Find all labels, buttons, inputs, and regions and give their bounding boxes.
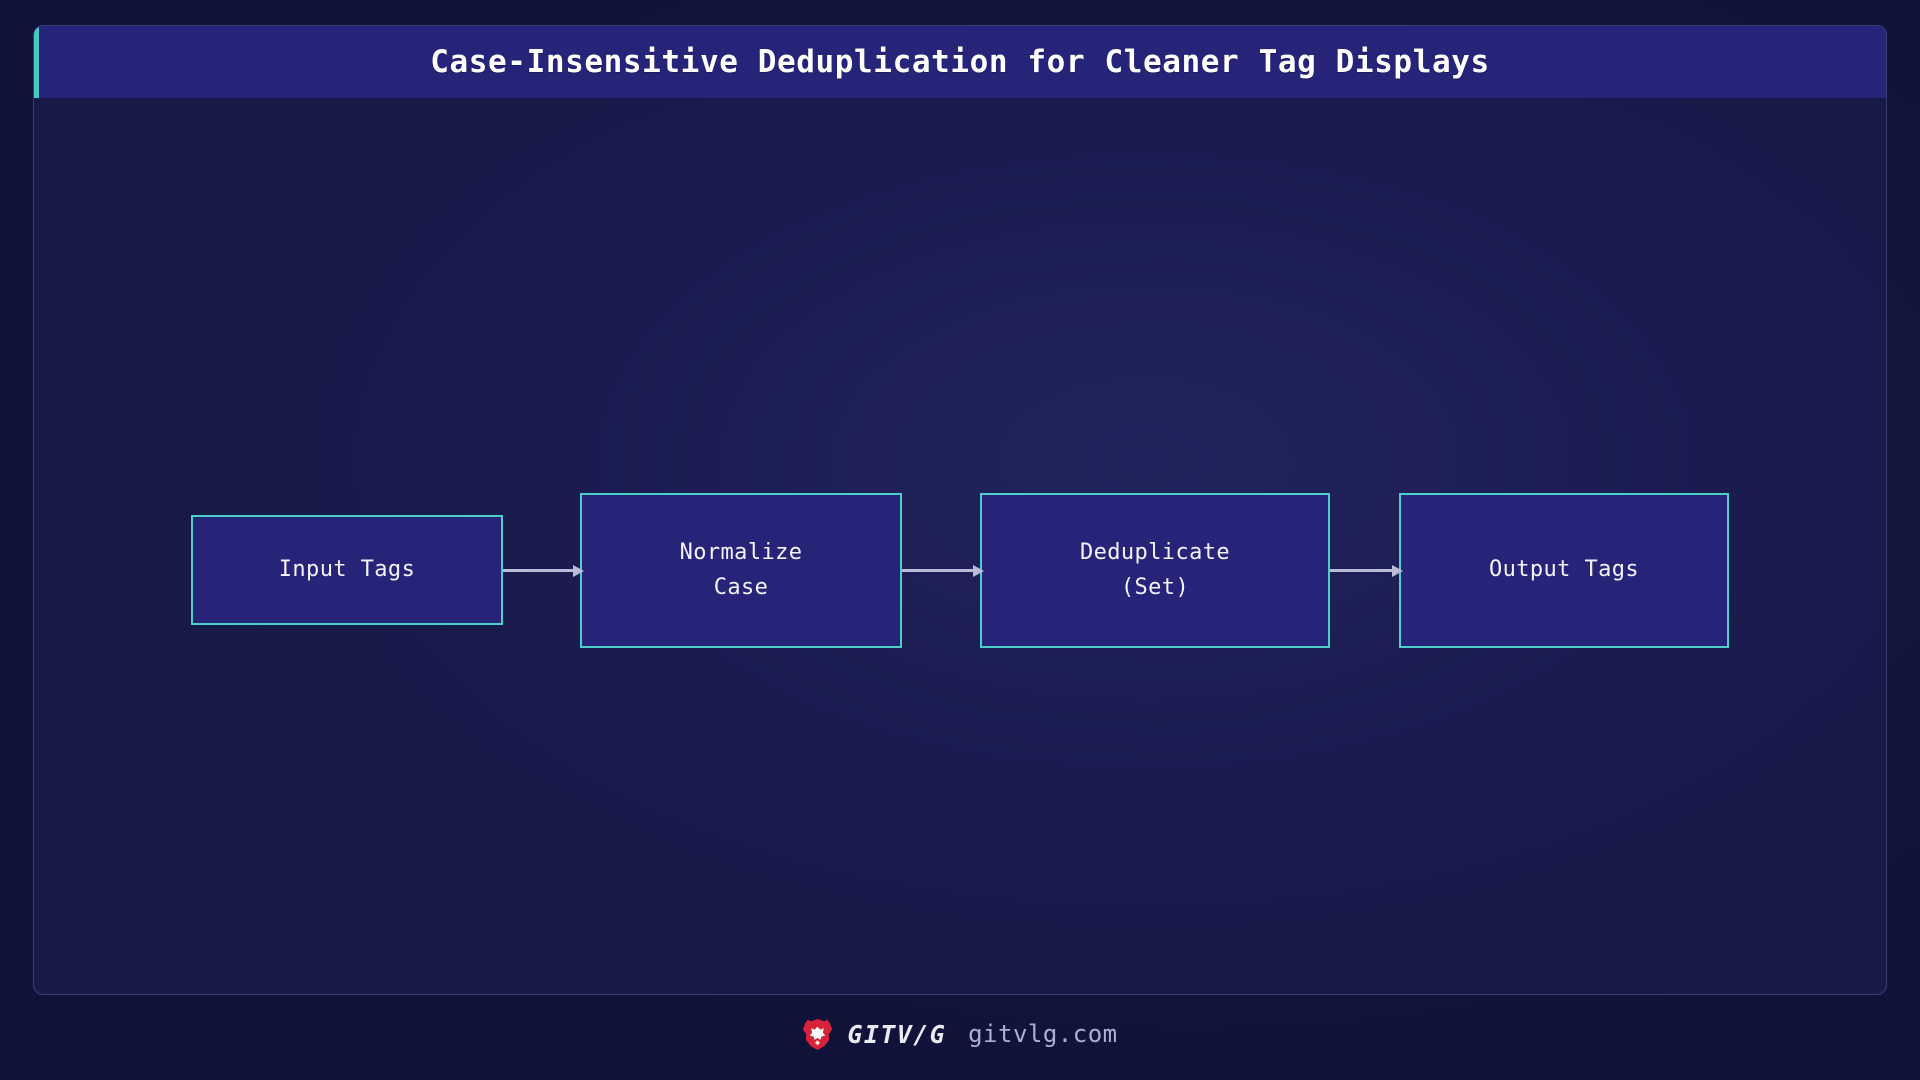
brand-name: GITV/G bbox=[847, 1019, 947, 1049]
flow-node-label: Output Tags bbox=[1488, 557, 1640, 583]
brave-lion-icon bbox=[803, 1018, 833, 1050]
flow-arrow-deduplicate-to-output bbox=[1330, 564, 1403, 577]
flow-arrow-normalize-to-deduplicate bbox=[902, 564, 984, 577]
flow-node-deduplicate-set[interactable]: Deduplicate (Set) bbox=[980, 493, 1330, 648]
footer-branding: GITV/G gitvlg.com bbox=[0, 1005, 1920, 1063]
flow-node-label: Input Tags bbox=[278, 556, 416, 582]
flowchart-diagram: Input Tags Normalize Case Deduplicate (S… bbox=[34, 98, 1886, 994]
flow-arrow-input-to-normalize bbox=[503, 564, 584, 577]
arrow-head-icon bbox=[573, 564, 584, 577]
brand-url: gitvlg.com bbox=[968, 1020, 1118, 1048]
arrow-head-icon bbox=[1392, 564, 1403, 577]
page-title: Case-Insensitive Deduplication for Clean… bbox=[430, 44, 1490, 80]
flow-node-input-tags[interactable]: Input Tags bbox=[191, 515, 503, 625]
title-accent-bar bbox=[34, 26, 39, 98]
slide-title-bar: Case-Insensitive Deduplication for Clean… bbox=[34, 26, 1886, 98]
flow-node-label: Deduplicate (Set) bbox=[1079, 539, 1231, 600]
arrow-head-icon bbox=[973, 564, 984, 577]
flow-node-normalize-case[interactable]: Normalize Case bbox=[580, 493, 902, 648]
flow-node-output-tags[interactable]: Output Tags bbox=[1399, 493, 1729, 648]
slide-card: Case-Insensitive Deduplication for Clean… bbox=[33, 25, 1887, 995]
flow-node-label: Normalize Case bbox=[679, 539, 803, 600]
